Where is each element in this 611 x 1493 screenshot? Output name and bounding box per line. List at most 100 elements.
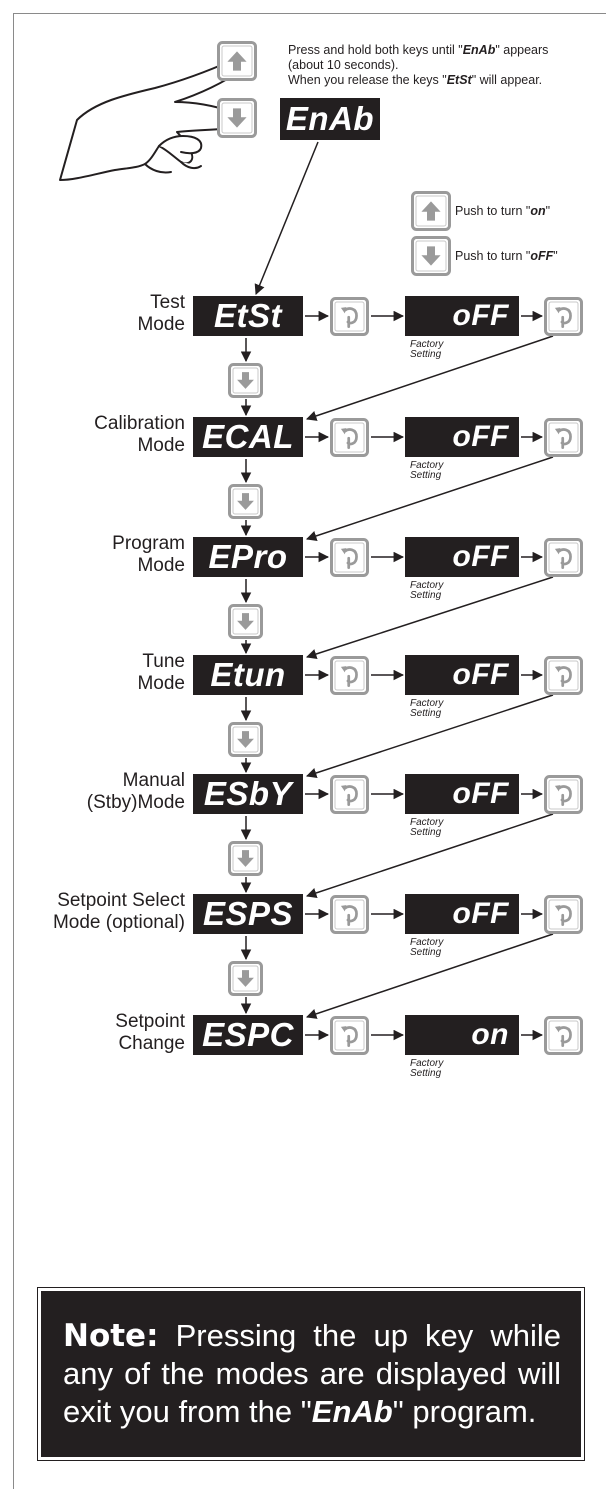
instruction-line1-prefix: Press and hold both keys until " (288, 43, 463, 57)
instruction-line1-code: EnAb (462, 43, 496, 57)
enter-key[interactable] (330, 656, 369, 695)
factory-setting-line2: Setting (410, 349, 442, 360)
mode-label-line1: Setpoint Select (57, 890, 185, 911)
mode-value-display: oFF (405, 537, 519, 577)
mode-code-display: ESPS (193, 894, 303, 934)
enter-key[interactable] (330, 775, 369, 814)
cycle-key-glyph (544, 297, 583, 336)
down-key[interactable] (228, 722, 263, 757)
mode-label-line2: Mode (137, 673, 185, 694)
down-key[interactable] (228, 841, 263, 876)
down-key-glyph (228, 484, 263, 519)
legend-down-prefix: Push to turn " (455, 249, 531, 263)
mode-value-display: oFF (405, 296, 519, 336)
legend-down-value: oFF (530, 249, 554, 263)
down-key-top[interactable] (217, 98, 257, 138)
mode-value-display: on (405, 1015, 519, 1055)
enter-key[interactable] (544, 656, 583, 695)
enter-key[interactable] (330, 895, 369, 934)
enter-key[interactable] (330, 1016, 369, 1055)
note-content: Note: Pressing the up key while any of t… (41, 1291, 581, 1457)
enable-display: EnAb (280, 98, 380, 140)
factory-setting-line1: Factory (410, 460, 444, 471)
legend-up-key[interactable] (411, 191, 451, 231)
factory-setting-line1: Factory (410, 1058, 444, 1069)
enter-key[interactable] (544, 418, 583, 457)
mode-value-display: oFF (405, 894, 519, 934)
mode-label-line1: Program (112, 533, 185, 554)
mode-label: Manual(Stby)Mode (5, 770, 185, 814)
enter-key[interactable] (330, 297, 369, 336)
factory-setting-line2: Setting (410, 1068, 442, 1079)
down-key-glyph (228, 841, 263, 876)
legend-up-prefix: Push to turn " (455, 204, 531, 218)
down-key-glyph (228, 363, 263, 398)
enter-key[interactable] (544, 538, 583, 577)
factory-setting-line1: Factory (410, 339, 444, 350)
enter-key[interactable] (544, 775, 583, 814)
mode-label-line1: Test (150, 292, 185, 313)
factory-setting-line2: Setting (410, 827, 442, 838)
enter-key[interactable] (330, 538, 369, 577)
factory-setting-line2: Setting (410, 590, 442, 601)
enter-key[interactable] (544, 1016, 583, 1055)
enter-key[interactable] (330, 418, 369, 457)
down-key[interactable] (228, 363, 263, 398)
instruction-line2: (about 10 seconds). (288, 58, 399, 72)
arrow-next-mode-from-value (306, 576, 554, 660)
factory-setting-line1: Factory (410, 937, 444, 948)
up-key-top[interactable] (217, 41, 257, 81)
arrow-next-mode-from-value (306, 933, 554, 1019)
cycle-key-glyph (544, 1016, 583, 1055)
legend-down-key[interactable] (411, 236, 451, 276)
mode-label-line1: Tune (142, 651, 185, 672)
mode-value-display: oFF (405, 655, 519, 695)
mode-label-line2: Mode (137, 435, 185, 456)
mode-label-line2: Mode (137, 314, 185, 335)
page-frame (13, 13, 606, 1489)
factory-setting-line2: Setting (410, 470, 442, 481)
mode-label-line2: Mode (137, 555, 185, 576)
down-key[interactable] (228, 484, 263, 519)
enter-key[interactable] (544, 297, 583, 336)
instruction-line3-suffix: " will appear. (471, 73, 543, 87)
cycle-key-glyph (544, 775, 583, 814)
mode-label-line1: Setpoint (115, 1011, 185, 1032)
legend-up-suffix: " (545, 204, 551, 218)
cycle-key-glyph (330, 1016, 369, 1055)
note-box: Note: Pressing the up key while any of t… (37, 1287, 585, 1461)
down-key[interactable] (228, 604, 263, 639)
down-key-glyph (217, 98, 257, 138)
mode-code-display: EPro (193, 537, 303, 577)
legend-down-text: Push to turn "oFF" (455, 249, 558, 264)
note-code: EnAb (311, 1394, 393, 1429)
down-key-glyph (228, 722, 263, 757)
arrow-next-mode-from-value (306, 813, 554, 898)
legend-up-value: on (530, 204, 546, 218)
up-key-glyph (217, 41, 257, 81)
cycle-key-glyph (330, 297, 369, 336)
mode-code-display: ECAL (193, 417, 303, 457)
factory-setting-line1: Factory (410, 580, 444, 591)
factory-setting-line2: Setting (410, 947, 442, 958)
mode-code-display: EtSt (193, 296, 303, 336)
mode-label-line1: Manual (122, 770, 185, 791)
enter-key[interactable] (544, 895, 583, 934)
cycle-key-glyph (330, 418, 369, 457)
cycle-key-glyph (544, 895, 583, 934)
mode-label-line1: Calibration (94, 413, 185, 434)
down-key[interactable] (228, 961, 263, 996)
